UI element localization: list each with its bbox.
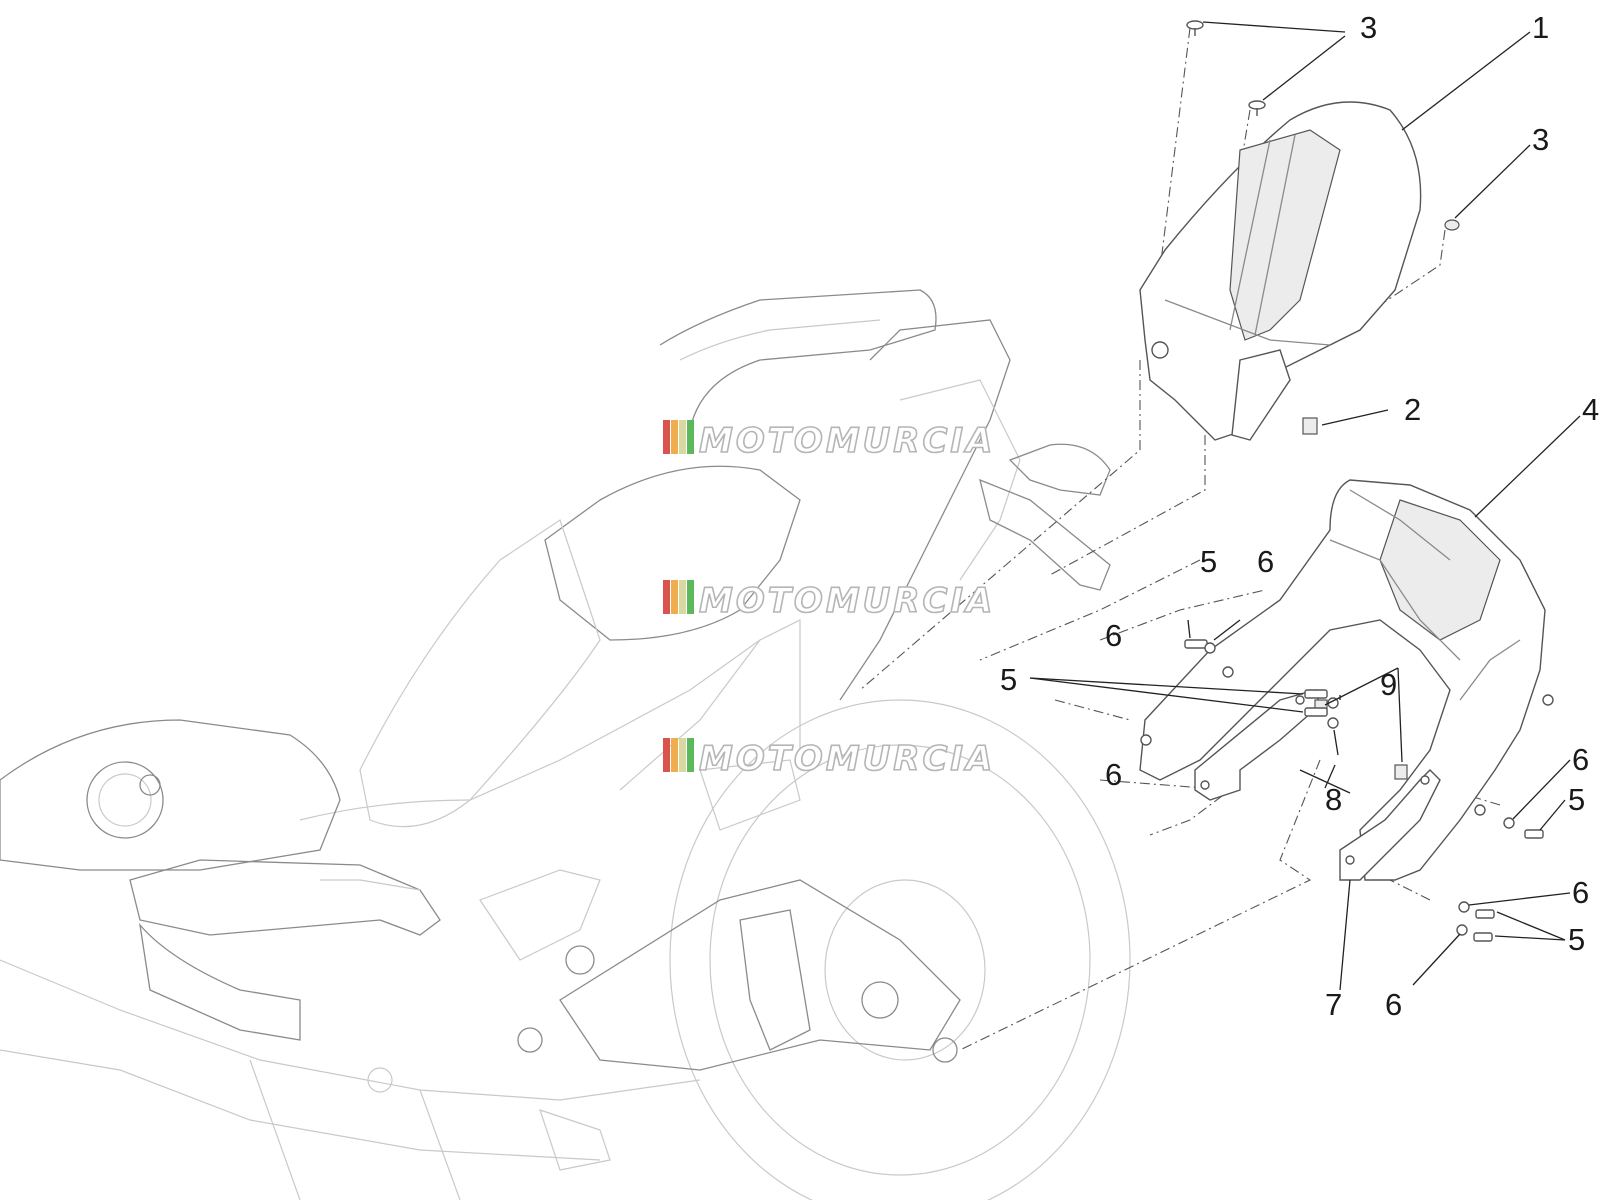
watermark-stripe bbox=[671, 580, 678, 614]
watermark-stripe bbox=[671, 420, 678, 454]
watermark-stripe bbox=[679, 738, 686, 772]
watermark-stripe bbox=[663, 420, 670, 454]
callout-2: 2 bbox=[1404, 392, 1421, 427]
callout-9: 9 bbox=[1380, 667, 1397, 702]
callout-6-right-upper: 6 bbox=[1572, 742, 1589, 777]
callout-8: 8 bbox=[1325, 782, 1342, 817]
callout-5-upper: 5 bbox=[1200, 544, 1217, 579]
watermark-text: MOTOMURCIA bbox=[699, 421, 995, 461]
watermark-stripe bbox=[663, 580, 670, 614]
callout-5-right-upper: 5 bbox=[1568, 782, 1585, 817]
watermark-3: MOTOMURCIA bbox=[663, 738, 995, 780]
callout-4: 4 bbox=[1582, 392, 1599, 427]
callout-6-left-upper: 6 bbox=[1105, 618, 1122, 653]
callout-6-right-lower: 6 bbox=[1385, 987, 1402, 1022]
callout-3-right: 3 bbox=[1532, 122, 1549, 157]
rear-mudguard-bracket bbox=[1139, 479, 1554, 881]
watermark-text: MOTOMURCIA bbox=[699, 581, 995, 621]
callout-leader-lines bbox=[1029, 21, 1581, 991]
callout-numbers: 1 2 3 3 4 5 5 5 5 6 6 6 6 6 6 7 8 9 bbox=[1000, 10, 1599, 1022]
watermark-text: MOTOMURCIA bbox=[699, 739, 995, 779]
bracket-left bbox=[1194, 689, 1321, 801]
callout-6-right-middle: 6 bbox=[1572, 875, 1589, 910]
callout-5-left: 5 bbox=[1000, 662, 1017, 697]
watermark-stripe bbox=[679, 580, 686, 614]
callout-3-top: 3 bbox=[1360, 10, 1377, 45]
watermark-stripe bbox=[663, 738, 670, 772]
watermark-stripe bbox=[687, 420, 694, 454]
callout-5-right-lower: 5 bbox=[1568, 922, 1585, 957]
watermark-1: MOTOMURCIA bbox=[663, 420, 995, 462]
callout-7: 7 bbox=[1325, 987, 1342, 1022]
watermark-stripe bbox=[687, 580, 694, 614]
watermark-2: MOTOMURCIA bbox=[663, 580, 995, 622]
callout-1: 1 bbox=[1532, 10, 1549, 45]
rear-hugger-fender bbox=[1139, 101, 1422, 441]
callout-6-upper: 6 bbox=[1257, 544, 1274, 579]
watermark-stripe bbox=[687, 738, 694, 772]
watermark-stripe bbox=[671, 738, 678, 772]
callout-6-left-lower: 6 bbox=[1105, 757, 1122, 792]
watermark-stripe bbox=[679, 420, 686, 454]
